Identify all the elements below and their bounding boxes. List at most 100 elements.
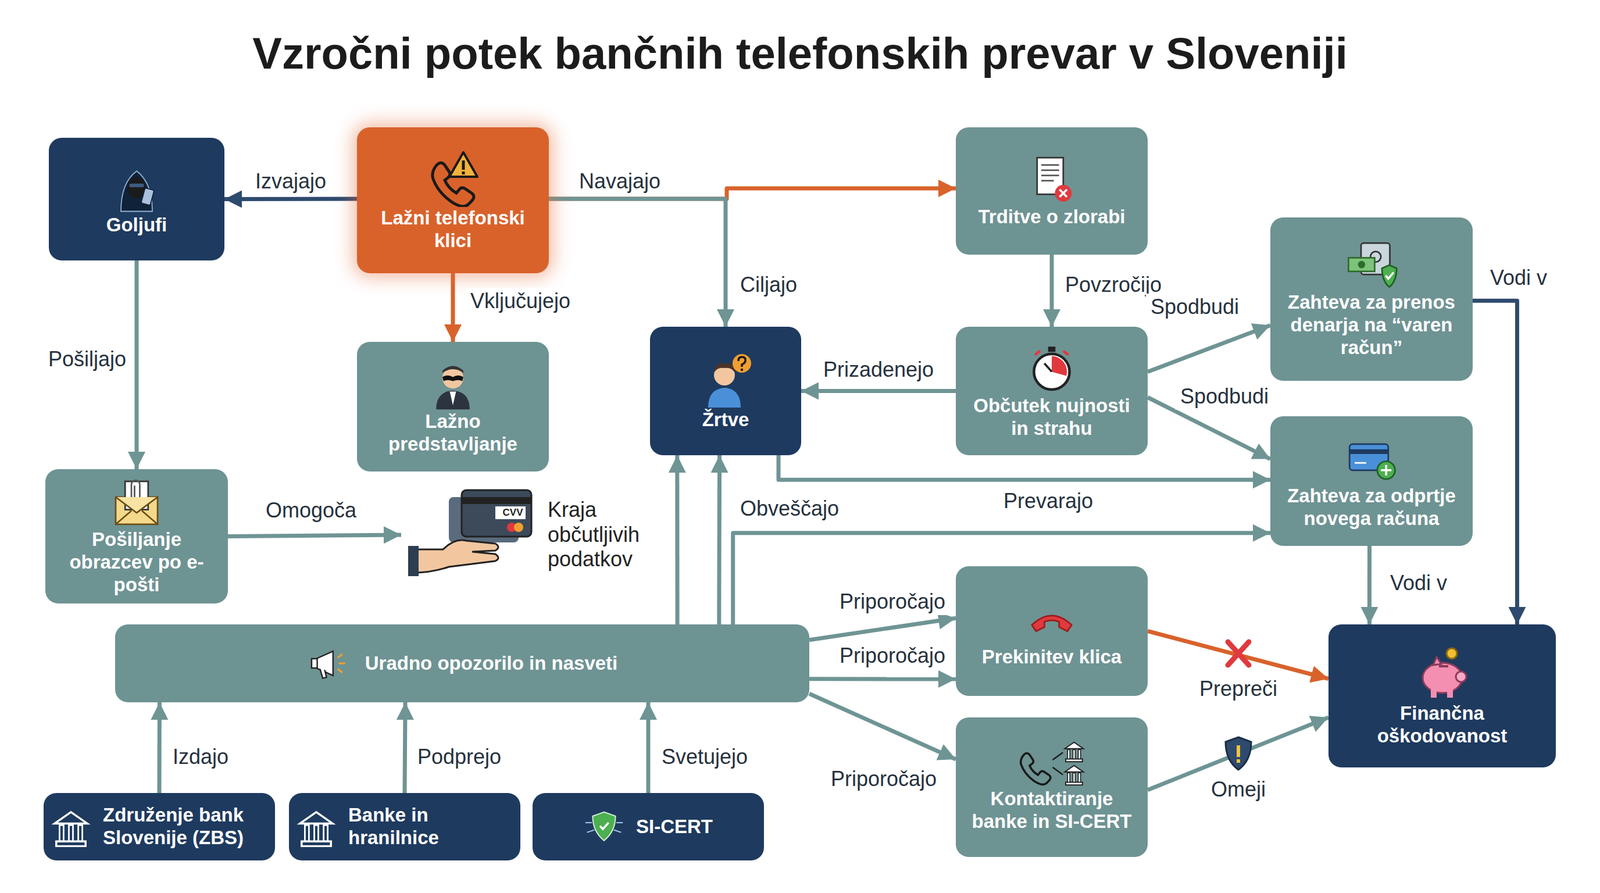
icon-part [1041,163,1060,166]
icon-part [1348,257,1375,271]
icon-part [442,365,464,373]
flow-arrow [778,455,1271,480]
icon-part [311,658,318,669]
icon-part [1054,184,1072,202]
box-label: Združenje bank Slovenije (ZBS) [102,804,269,850]
icon-part [1354,461,1367,464]
process-box: SI-CERT [532,793,764,861]
box-icon [408,485,537,585]
icon-part [1377,461,1396,480]
icon-part [129,183,144,188]
process-box: Lažno predstavljanje [356,341,549,472]
box-icon [1025,593,1078,646]
icon-part [1227,641,1249,666]
icon-part [337,654,346,673]
icon-part [314,825,319,842]
icon-part [462,171,466,175]
edge-label: Prevarajo [998,487,1098,515]
box-icon [1413,644,1472,703]
box-icon [426,358,480,411]
edge-label: Navajajo [574,168,666,195]
icon-part [413,540,499,573]
flow-arrow [224,197,357,202]
process-box: Trditve o zlorabi [955,127,1148,255]
icon-part [585,822,623,833]
icon-part [1041,179,1055,182]
icon-part [513,522,524,532]
process-box: Finančna oškodovanost [1328,624,1556,768]
edge-label: Vodi v [1385,569,1452,597]
icon-part [587,830,595,833]
icon-part [613,830,622,833]
icon-part [1067,772,1081,782]
icon-part [1044,363,1052,372]
box-icon [696,350,755,409]
icon-part [69,825,74,842]
box-icon [1025,342,1078,395]
icon-part [1072,749,1075,759]
box-icon [1025,153,1078,206]
icon-part [592,812,616,841]
icon-part [462,160,466,170]
icon-part [78,825,83,842]
icon-part [1033,353,1070,389]
box-label: Lažno predstavljanje [363,410,542,456]
icon-part [54,812,88,847]
box-label: Zahteva za odprtje novega računa [1277,484,1466,531]
icon-part [713,363,735,373]
icon-part [732,354,752,373]
flow-arrow [646,702,651,794]
prevent-cross [1227,641,1249,666]
flow-arrow [404,702,406,794]
process-box: Zahteva za prenos denarja na “varen raču… [1270,217,1473,381]
flow-arrow [157,702,162,794]
icon-part [1064,742,1084,749]
box-icon [583,806,625,848]
icon-part [1430,689,1437,698]
box-label: Zahteva za prenos denarja na “varen raču… [1277,291,1466,360]
icon-part [319,669,327,679]
box-label: Finančna oškodovanost [1335,702,1549,748]
edge-label: Prizadenejo [818,356,939,384]
edge-label: Priporočajo [834,642,950,670]
flow-arrow [1367,545,1372,625]
box-label: Kontaktiranje banke in SI-CERT [962,787,1141,834]
icon-part [1078,749,1081,759]
box-icon [110,161,163,214]
icon-part [461,490,532,537]
card-code-label: CVV [497,506,528,520]
icon-part [300,812,333,847]
flow-arrow [451,273,456,342]
icon-part [59,825,82,842]
icon-part [1455,671,1467,682]
edge-label: Priporočajo [834,588,950,616]
icon-part [1064,742,1084,763]
edge-label: Spodbudi [1145,293,1244,321]
edge-label: Omeji [1206,776,1271,803]
icon-part [1433,656,1442,666]
icon-part [1064,765,1084,773]
box-label: Žrtve [702,408,750,432]
icon-part [1067,749,1070,759]
icon-part [585,822,592,824]
flow-arrow [548,198,726,327]
icon-part [1447,689,1453,698]
icon-part [1358,261,1366,269]
icon-part [600,822,609,830]
flow-arrow [134,260,139,470]
icon-part [1446,648,1457,659]
process-box: Zahteva za odprtje novega računa [1270,416,1473,546]
process-box: Združenje bank Slovenije (ZBS) [43,793,275,861]
flow-arrow [809,676,956,681]
icon-part [115,497,158,513]
box-label: SI-CERT [636,815,713,839]
icon-part [1064,765,1084,786]
icon-part [1236,745,1241,757]
box-label: Lažni telefonski klici [363,206,542,253]
icon-part [1067,772,1070,782]
flow-arrow [1050,254,1055,327]
edge-label: Izdajo [168,743,234,771]
process-box: Kontaktiranje banke in SI-CERT [955,717,1148,857]
icon-part [1020,753,1051,785]
